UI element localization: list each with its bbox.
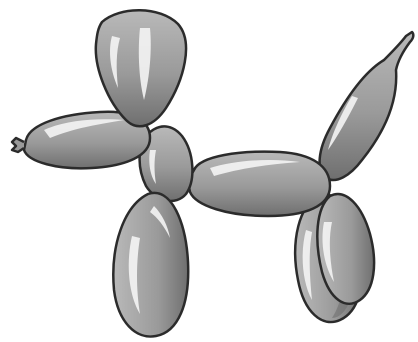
body	[187, 150, 332, 218]
ear	[94, 9, 188, 128]
snout	[10, 110, 152, 170]
front-right-leg	[316, 193, 376, 305]
tail	[318, 30, 415, 182]
neck-knot	[138, 125, 194, 203]
front-left-leg	[112, 191, 190, 338]
